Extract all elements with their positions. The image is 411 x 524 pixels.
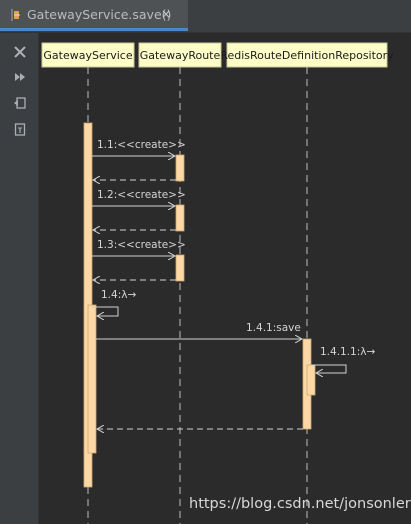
activation-gateway-route-1 (175, 154, 185, 182)
diagram-toolbar (0, 33, 39, 524)
tab-gateway-service-save[interactable]: GatewayService.save() × (0, 0, 188, 31)
fast-forward-icon[interactable] (12, 69, 28, 85)
self-call-arrow-1-4-1-1 (311, 364, 347, 373)
watermark: https://blog.csdn.net/jonsonler (189, 496, 411, 512)
message-label-1-4-1: 1.4.1:save (246, 322, 301, 334)
activation-redis-repository-nested (306, 364, 316, 396)
activation-gateway-service-nested (87, 304, 97, 454)
activation-gateway-route-3 (175, 254, 185, 282)
message-label-1-2: 1.2:<<create>> (97, 189, 186, 201)
activation-gateway-route-2 (175, 204, 185, 232)
participant-gateway-service[interactable]: GatewayService (41, 42, 135, 68)
close-icon[interactable] (12, 44, 28, 60)
participant-redis-repository[interactable]: RedisRouteDefinitionRepository (220, 42, 394, 68)
file-icon[interactable] (12, 121, 28, 137)
close-tab-icon[interactable]: × (161, 7, 172, 21)
tab-title: GatewayService.save() (27, 7, 172, 22)
self-call-arrow-1-4 (92, 306, 119, 316)
sequence-diagram-icon (11, 9, 20, 21)
participant-label: GatewayRoute (140, 49, 221, 62)
participant-gateway-route[interactable]: GatewayRoute (138, 42, 222, 68)
message-label-1-4: 1.4:λ→ (101, 289, 136, 301)
message-label-1-1: 1.1:<<create>> (97, 139, 186, 151)
message-label-1-4-1-1: 1.4.1.1:λ→ (320, 346, 375, 358)
editor-tab-bar: GatewayService.save() × (0, 0, 411, 33)
participant-label: RedisRouteDefinitionRepository (220, 49, 394, 62)
participant-label: GatewayService (43, 49, 132, 62)
export-image-icon[interactable] (12, 95, 28, 111)
message-label-1-3: 1.3:<<create>> (97, 239, 186, 251)
